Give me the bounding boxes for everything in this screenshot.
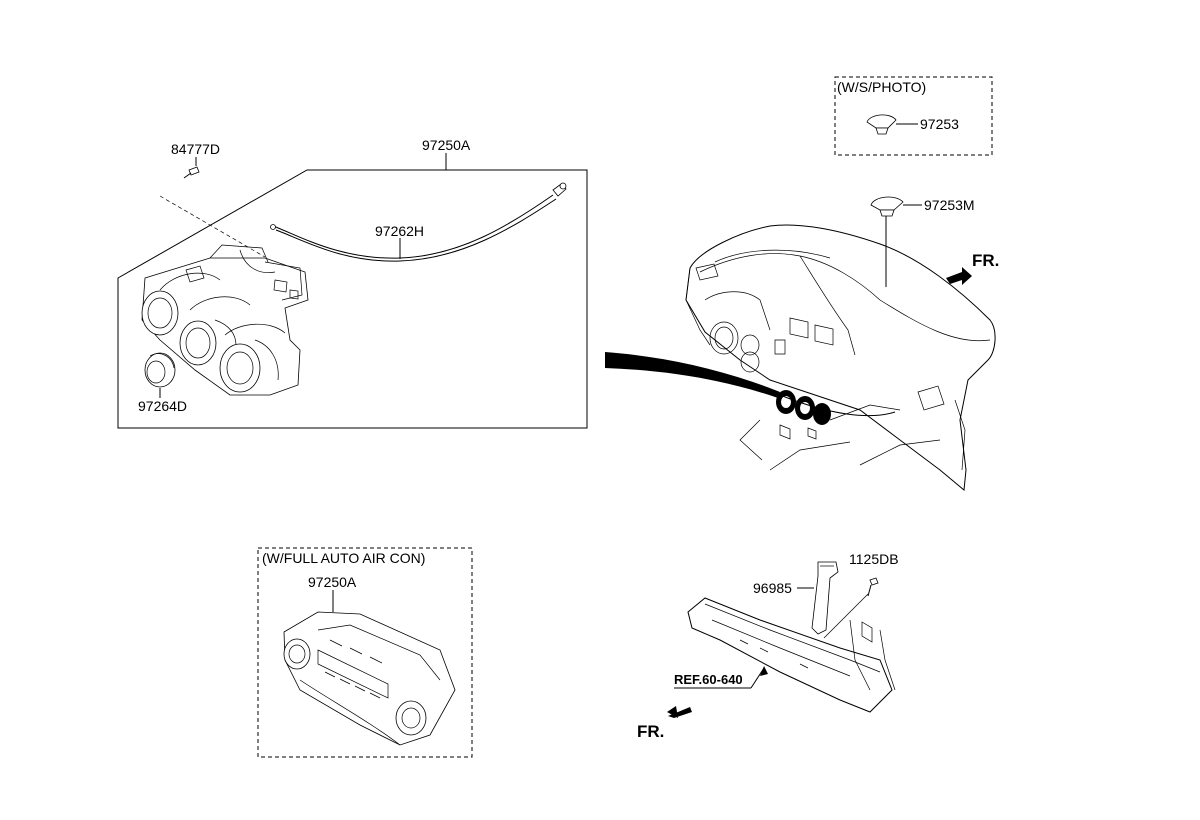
heater-control-panel: 97250A 84777D 97262H <box>117 137 588 429</box>
fr-arrow-bottom <box>667 706 692 718</box>
bracket-section: 1125DB 96985 REF.60-640 FR. <box>637 551 899 741</box>
callout-97253[interactable]: 97253 <box>920 116 959 132</box>
bolt-1125DB[interactable] <box>867 577 879 597</box>
fr-label-bottom: FR. <box>637 722 664 741</box>
screw-84777D[interactable] <box>183 166 200 179</box>
callout-1125DB[interactable]: 1125DB <box>849 551 899 567</box>
box-label-ws-photo: (W/S/PHOTO) <box>837 79 926 95</box>
fr-label-top: FR. <box>972 251 999 270</box>
knob-center[interactable] <box>179 320 217 366</box>
callout-97250A[interactable]: 97250A <box>422 137 471 153</box>
ref-60-640[interactable]: REF.60-640 <box>674 672 743 687</box>
knob-left[interactable] <box>141 290 179 336</box>
knob-cap-97264D[interactable] <box>144 352 176 388</box>
cable-97262H[interactable] <box>270 182 567 262</box>
callout-97250A-auto[interactable]: 97250A <box>308 574 357 590</box>
callout-97262H[interactable]: 97262H <box>375 223 424 239</box>
fr-arrow-top <box>946 267 972 285</box>
callout-97253M[interactable]: 97253M <box>924 197 975 213</box>
callout-84777D[interactable]: 84777D <box>171 141 220 157</box>
box-label-full-auto: (W/FULL AUTO AIR CON) <box>262 550 425 566</box>
callout-97264D[interactable]: 97264D <box>138 398 187 414</box>
sensor-97253M[interactable] <box>870 196 904 217</box>
dashboard-view: 97253M FR. <box>605 196 999 491</box>
callout-96985[interactable]: 96985 <box>753 580 792 596</box>
sensor-97253[interactable] <box>866 114 897 135</box>
control-location[interactable] <box>776 390 831 425</box>
bracket-96985[interactable] <box>811 561 839 635</box>
auto-control-unit[interactable] <box>283 611 456 746</box>
full-auto-box: (W/FULL AUTO AIR CON) 97250A <box>257 547 473 758</box>
knob-right[interactable] <box>219 343 261 393</box>
ws-photo-box: (W/S/PHOTO) 97253 <box>834 76 993 156</box>
heater-control-unit[interactable] <box>141 244 309 396</box>
